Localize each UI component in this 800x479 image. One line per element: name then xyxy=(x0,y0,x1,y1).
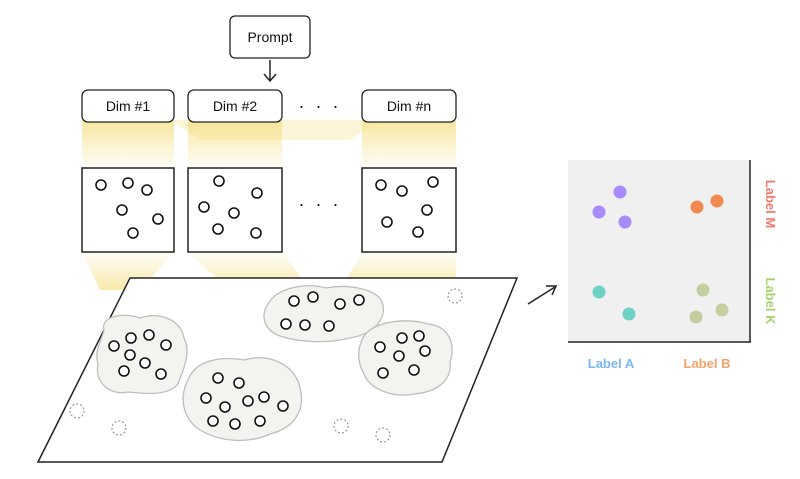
dim-box-2: Dim #2 xyxy=(187,89,283,123)
cluster-points-top xyxy=(280,291,365,332)
highlight-beams xyxy=(82,120,456,290)
x-label-b: Label B xyxy=(684,356,731,371)
beam-cross xyxy=(170,120,378,140)
outlier-points xyxy=(69,288,463,443)
y-label-k: Label K xyxy=(763,278,778,326)
beam-lower-1 xyxy=(82,252,174,290)
dim-box-1: Dim #1 xyxy=(81,89,175,123)
dim-box-n: Dim #n xyxy=(361,89,457,123)
sample-panel-n xyxy=(361,167,457,253)
group-teal xyxy=(592,285,636,321)
cluster-points-left xyxy=(108,329,172,380)
cluster-points-bottom xyxy=(200,372,289,430)
cluster-points-right xyxy=(374,330,431,379)
right-arrow xyxy=(527,285,558,305)
prompt-box: Prompt xyxy=(229,15,311,59)
beam-dim2 xyxy=(188,120,282,168)
beam-dimn xyxy=(362,120,456,168)
cluster-blob-left xyxy=(96,314,188,395)
prompt-label: Prompt xyxy=(247,29,292,45)
sample-panel-1 xyxy=(81,167,175,253)
group-olive xyxy=(689,283,729,324)
cluster-blob-right xyxy=(358,320,453,396)
sample-panel-2 xyxy=(187,167,283,253)
dims-ellipsis: · · · xyxy=(299,96,342,116)
x-label-a: Label A xyxy=(588,356,635,371)
dim-label-2: Dim #2 xyxy=(213,98,258,114)
down-arrow xyxy=(263,60,277,83)
dim-label-n: Dim #n xyxy=(387,98,431,114)
panels-ellipsis: · · · xyxy=(299,194,342,214)
group-purple xyxy=(592,185,632,229)
dim-label-1: Dim #1 xyxy=(106,98,151,114)
y-label-m: Label M xyxy=(763,180,778,228)
result-plot: Label A Label B Label M Label K xyxy=(568,160,778,371)
group-orange xyxy=(690,194,724,214)
embedding-plane xyxy=(36,277,519,463)
beam-dim1 xyxy=(82,120,174,168)
